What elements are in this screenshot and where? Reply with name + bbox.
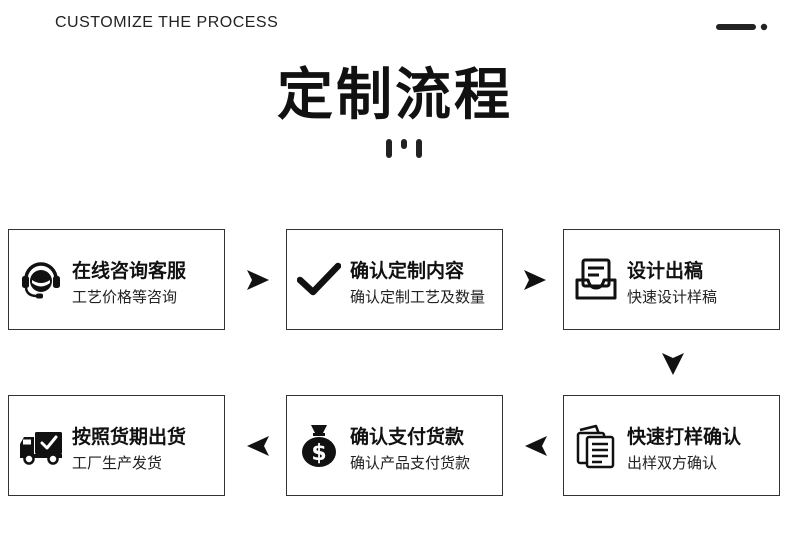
- step-description: 快速设计样稿: [627, 288, 718, 306]
- page-subtitle: CUSTOMIZE THE PROCESS: [55, 14, 279, 31]
- money-bag-icon: $: [297, 421, 341, 469]
- step-title: 快速打样确认: [627, 426, 742, 448]
- title-decoration: [386, 139, 422, 158]
- step-online-consult: 在线咨询客服 工艺价格等咨询: [8, 229, 225, 330]
- arrow-right-icon: [524, 270, 546, 290]
- arrow-down-icon: [662, 353, 684, 375]
- step-description: 工厂生产发货: [72, 454, 163, 472]
- delivery-truck-icon: [19, 421, 63, 469]
- step-title: 在线咨询客服: [72, 260, 187, 282]
- step-title: 确认定制内容: [350, 260, 465, 282]
- page-title: 定制流程: [277, 63, 513, 128]
- step-payment: $ 确认支付货款 确认产品支付货款: [286, 395, 503, 496]
- step-design-draft: 设计出稿 快速设计样稿: [563, 229, 780, 330]
- step-description: 出样双方确认: [627, 454, 718, 472]
- arrow-right-icon: [247, 270, 269, 290]
- step-description: 确认产品支付货款: [350, 454, 471, 472]
- step-shipping: 按照货期出货 工厂生产发货: [8, 395, 225, 496]
- svg-text:$: $: [311, 441, 326, 466]
- arrow-left-icon: [247, 436, 269, 456]
- customer-service-headset-icon: [19, 255, 63, 303]
- documents-icon: [574, 421, 618, 469]
- arrow-left-icon: [525, 436, 547, 456]
- step-sample-confirm: 快速打样确认 出样双方确认: [563, 395, 780, 496]
- header-decoration: [716, 23, 768, 31]
- step-title: 确认支付货款: [350, 426, 465, 448]
- step-title: 按照货期出货: [72, 426, 187, 448]
- checkmark-icon: [297, 255, 341, 303]
- step-title: 设计出稿: [627, 260, 704, 282]
- step-confirm-content: 确认定制内容 确认定制工艺及数量: [286, 229, 503, 330]
- step-description: 确认定制工艺及数量: [350, 288, 486, 306]
- step-description: 工艺价格等咨询: [72, 288, 178, 306]
- design-tray-icon: [574, 255, 618, 303]
